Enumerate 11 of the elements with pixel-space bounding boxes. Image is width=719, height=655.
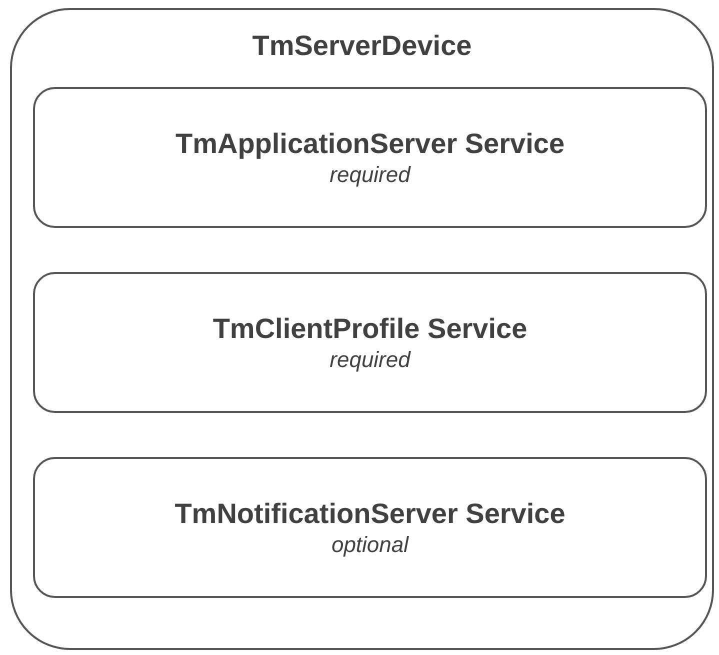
device-container [10, 8, 714, 650]
requirement-note: required [330, 348, 410, 370]
service-box [33, 272, 707, 413]
container-title: TmServerDevice [251, 32, 473, 60]
service-name: TmNotificationServer Service [174, 500, 566, 528]
requirement-note: required [330, 164, 410, 186]
service-box [33, 87, 707, 228]
service-box [33, 457, 707, 598]
requirement-note: optional [331, 534, 409, 556]
service-name: TmClientProfile Service [212, 314, 528, 342]
service-name: TmApplicationServer Service [175, 130, 565, 158]
